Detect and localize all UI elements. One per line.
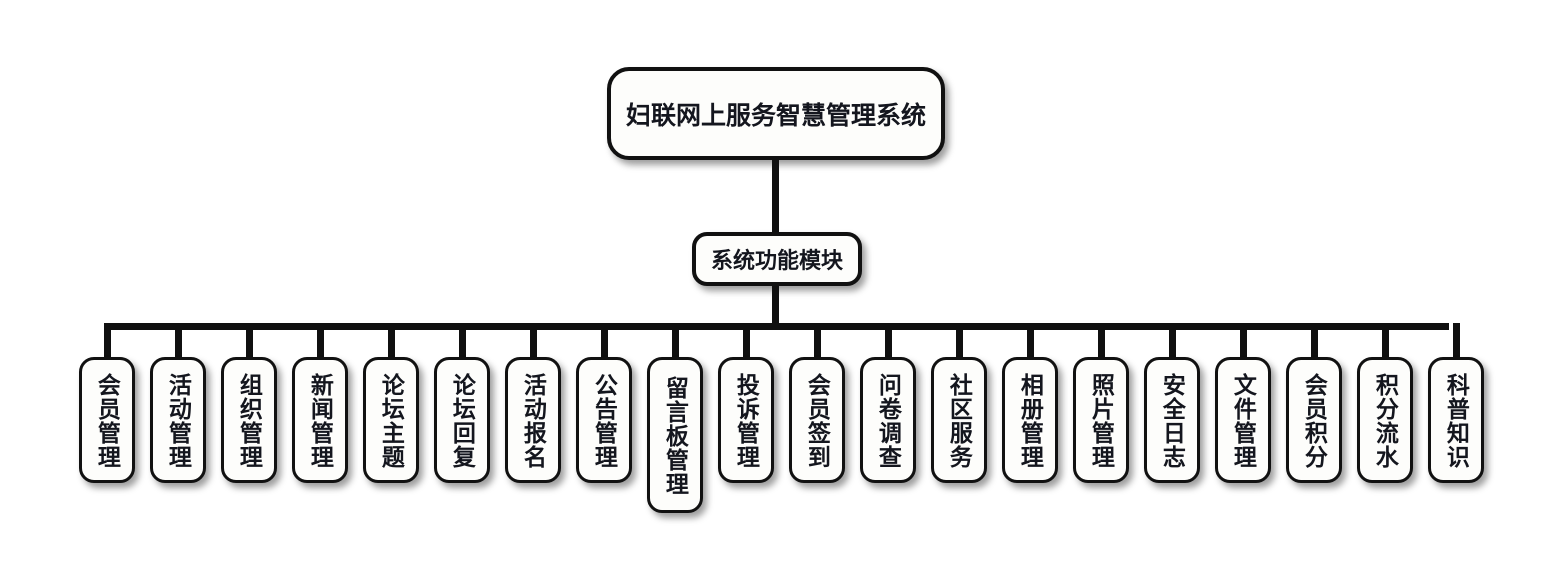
node-module-5[interactable]: 论坛主题 (363, 357, 419, 483)
node-module-16[interactable]: 安全日志 (1144, 357, 1200, 483)
node-module-4[interactable]: 新闻管理 (292, 357, 348, 483)
connector-bus-to-module-14 (1026, 323, 1034, 361)
node-system-modules-label: 系统功能模块 (710, 248, 843, 273)
node-module-label: 投诉管理 (733, 373, 760, 469)
connector-bus-to-module-9 (671, 323, 679, 361)
connector-bus-to-module-19 (1381, 323, 1389, 361)
connector-bus-to-module-2 (174, 323, 182, 361)
node-module-label: 论坛回复 (449, 373, 476, 469)
node-module-13[interactable]: 社区服务 (931, 357, 987, 483)
node-module-label: 相册管理 (1017, 373, 1044, 469)
connector-bus-to-module-17 (1239, 323, 1247, 361)
node-module-label: 组织管理 (236, 373, 263, 469)
connector-bus-to-module-18 (1310, 323, 1318, 361)
node-module-label: 活动管理 (165, 373, 192, 469)
connector-bus-to-module-6 (458, 323, 466, 361)
node-module-8[interactable]: 公告管理 (576, 357, 632, 483)
node-module-label: 问卷调查 (875, 373, 902, 469)
node-module-label: 社区服务 (946, 373, 973, 469)
node-module-label: 论坛主题 (378, 373, 405, 469)
node-module-1[interactable]: 会员管理 (79, 357, 135, 483)
node-module-label: 新闻管理 (307, 373, 334, 469)
node-module-label: 公告管理 (591, 373, 618, 469)
connector-bus-to-module-11 (813, 323, 821, 361)
connector-bus-to-module-3 (245, 323, 253, 361)
connector-level2-to-bus (772, 286, 779, 326)
node-system-modules[interactable]: 系统功能模块 (692, 232, 862, 286)
connector-root-to-level2 (772, 160, 779, 232)
connector-bus-to-module-10 (742, 323, 750, 361)
node-module-label: 会员管理 (94, 373, 121, 469)
node-module-15[interactable]: 照片管理 (1073, 357, 1129, 483)
connector-bus-to-module-5 (387, 323, 395, 361)
connector-bus-to-module-13 (955, 323, 963, 361)
connector-bus-to-module-15 (1097, 323, 1105, 361)
node-module-10[interactable]: 投诉管理 (718, 357, 774, 483)
node-module-7[interactable]: 活动报名 (505, 357, 561, 483)
node-module-label: 留言板管理 (662, 376, 689, 496)
node-root[interactable]: 妇联网上服务智慧管理系统 (607, 67, 945, 160)
node-module-17[interactable]: 文件管理 (1215, 357, 1271, 483)
node-module-label: 安全日志 (1159, 373, 1186, 469)
node-module-6[interactable]: 论坛回复 (434, 357, 490, 483)
node-module-14[interactable]: 相册管理 (1002, 357, 1058, 483)
connector-bus-to-module-1 (103, 323, 111, 361)
node-module-2[interactable]: 活动管理 (150, 357, 206, 483)
node-module-label: 会员积分 (1301, 373, 1328, 469)
node-module-label: 文件管理 (1230, 373, 1257, 469)
node-module-9[interactable]: 留言板管理 (647, 357, 703, 513)
connector-bus-to-module-12 (884, 323, 892, 361)
node-module-20[interactable]: 科普知识 (1428, 357, 1484, 483)
node-module-12[interactable]: 问卷调查 (860, 357, 916, 483)
node-module-label: 活动报名 (520, 373, 547, 469)
connector-bus-to-module-20 (1452, 323, 1460, 361)
node-module-label: 科普知识 (1443, 373, 1470, 469)
node-module-3[interactable]: 组织管理 (221, 357, 277, 483)
node-root-label: 妇联网上服务智慧管理系统 (625, 101, 926, 130)
node-module-18[interactable]: 会员积分 (1286, 357, 1342, 483)
node-module-label: 照片管理 (1088, 373, 1115, 469)
node-module-11[interactable]: 会员签到 (789, 357, 845, 483)
connector-horizontal-bus (104, 323, 1449, 330)
connector-bus-to-module-8 (600, 323, 608, 361)
node-module-label: 积分流水 (1372, 373, 1399, 469)
connector-bus-to-module-16 (1168, 323, 1176, 361)
connector-bus-to-module-4 (316, 323, 324, 361)
connector-bus-to-module-7 (529, 323, 537, 361)
node-module-label: 会员签到 (804, 373, 831, 469)
node-module-19[interactable]: 积分流水 (1357, 357, 1413, 483)
